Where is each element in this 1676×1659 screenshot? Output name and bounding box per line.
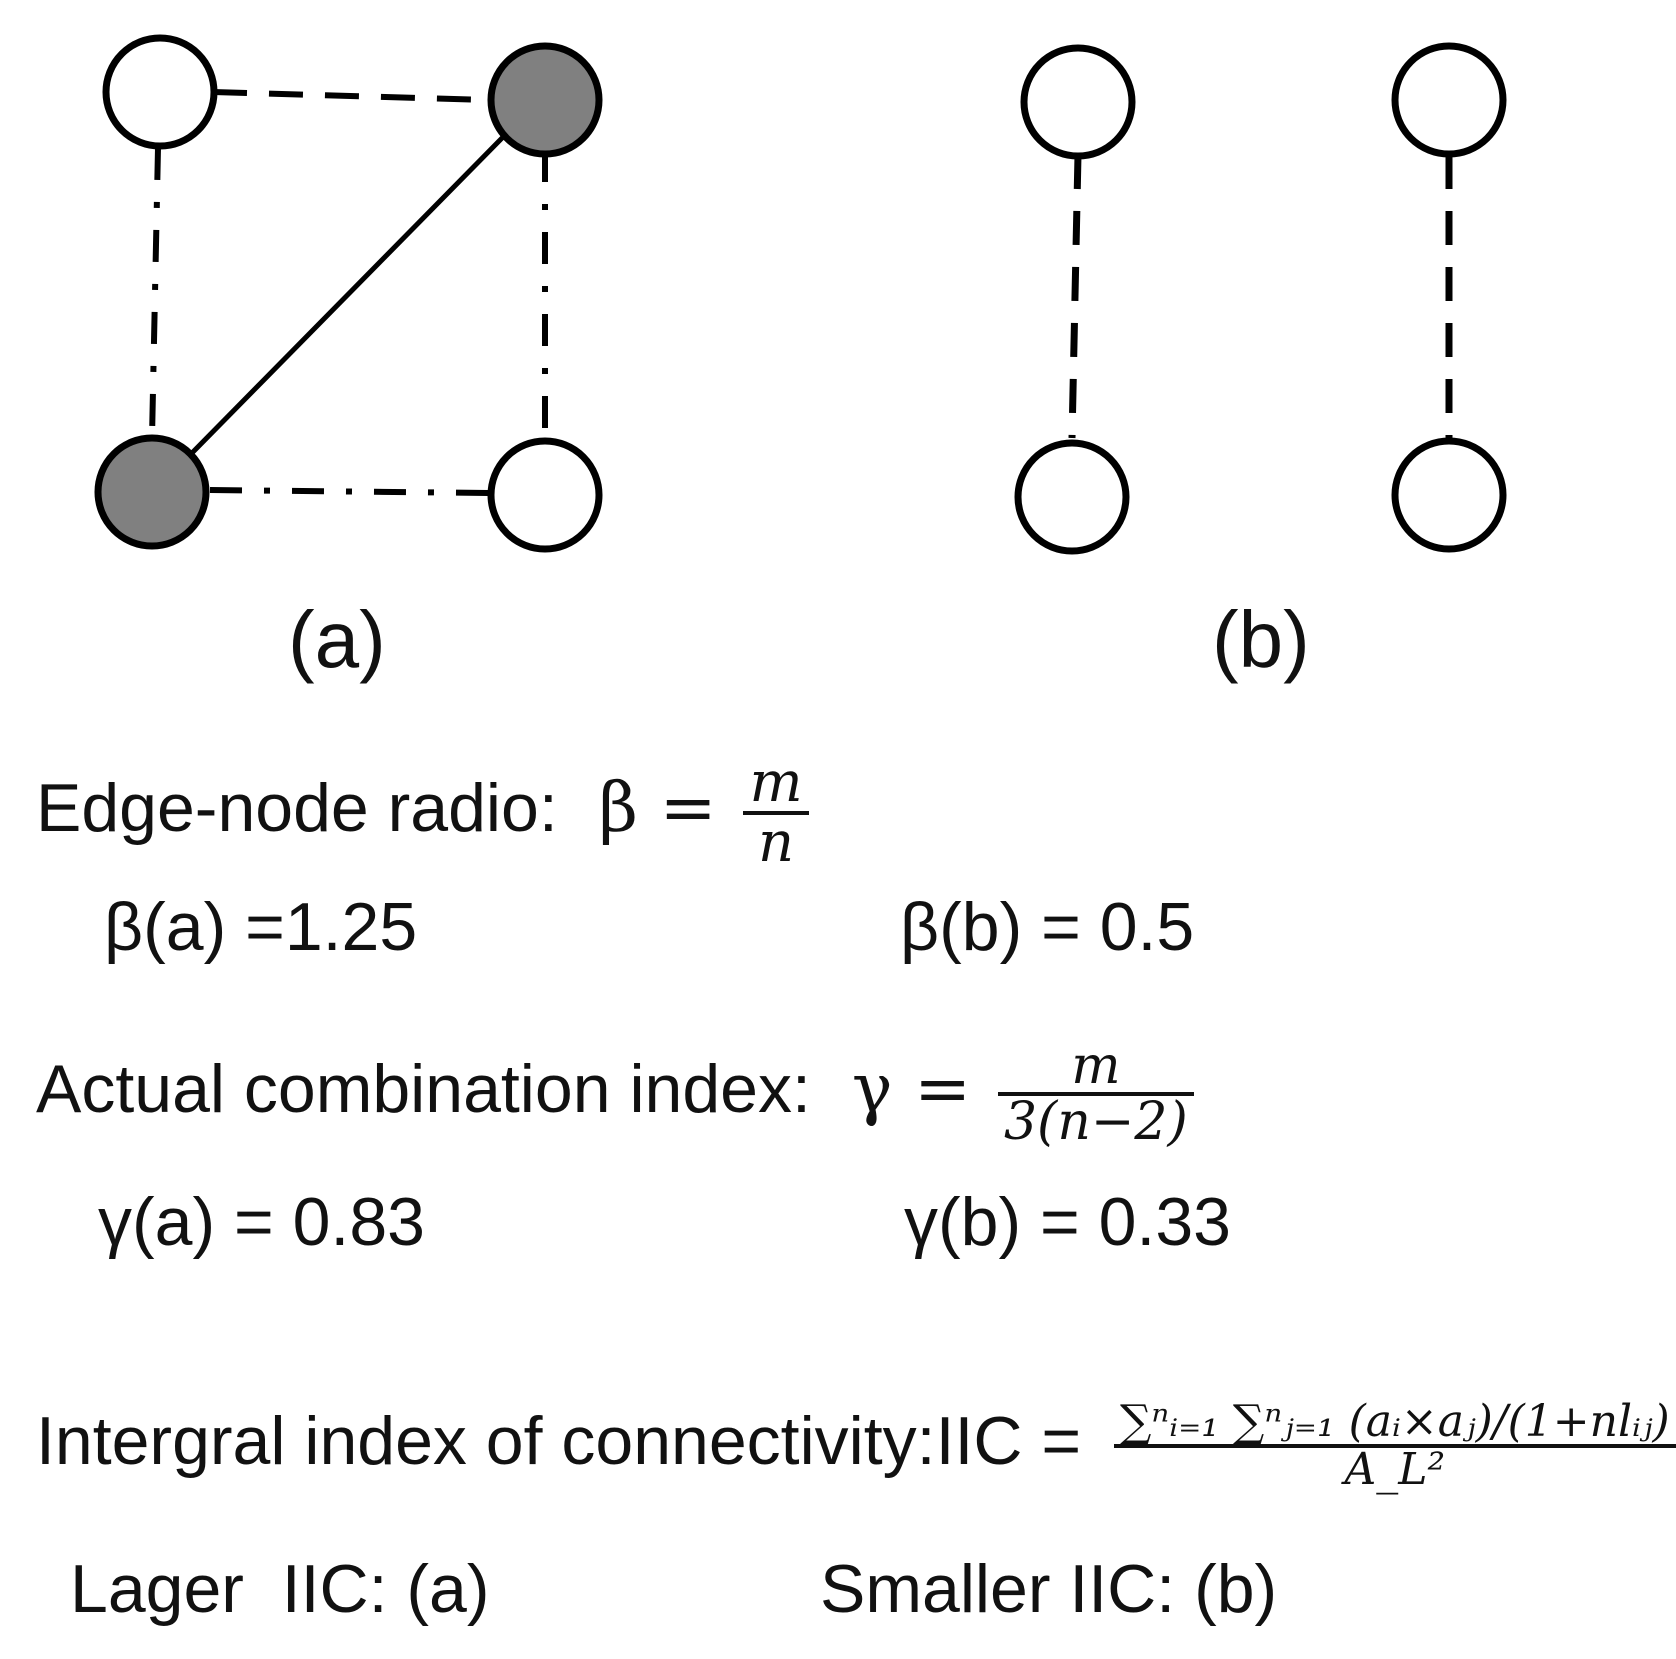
- node-a-top-left: [102, 34, 218, 150]
- node-a-bottom-right: [487, 437, 603, 553]
- panel-label-a: (a): [288, 595, 386, 684]
- beta-value-b: β(b) = 0.5: [900, 889, 1195, 965]
- node-b-bottom-left: [1014, 439, 1130, 555]
- gamma-formula-row: Actual combination index: γ = m 3(n−2): [36, 1040, 1194, 1148]
- iic-fraction: ∑ⁿᵢ₌₁ ∑ⁿⱼ₌₁ (aᵢ×aⱼ)/(1+nlᵢⱼ) A_L²: [1113, 1396, 1676, 1495]
- iic-formula-row: Intergral index of connectivity:IIC = ∑ⁿ…: [36, 1400, 1676, 1492]
- edge-a-left-dashdot: [149, 147, 161, 439]
- node-a-bottom-left: [94, 434, 210, 550]
- beta-value-a: β(a) =1.25: [104, 889, 418, 965]
- edge-a-top-dashed: [212, 89, 491, 103]
- iic-fraction-bar: [1113, 1444, 1676, 1448]
- iic-denominator: A_L²: [1344, 1444, 1446, 1495]
- beta-fraction: m n: [743, 750, 809, 875]
- gamma-label: Actual combination index:: [36, 1050, 811, 1127]
- iic-smaller: Smaller IIC: (b): [820, 1551, 1278, 1627]
- edge-a-diagonal-solid: [188, 133, 507, 457]
- gamma-symbol: γ =: [851, 1049, 972, 1129]
- gamma-fraction-bar: [997, 1092, 1194, 1096]
- beta-fraction-bar: [743, 811, 809, 815]
- beta-formula-row: Edge-node radio: β = m n: [36, 755, 809, 871]
- connectivity-diagram: [94, 34, 1507, 555]
- edge-b-left-dashed: [1068, 154, 1082, 439]
- gamma-fraction: m 3(n−2): [997, 1036, 1194, 1152]
- panel-label-b: (b): [1212, 595, 1310, 684]
- iic-numerator: ∑ⁿᵢ₌₁ ∑ⁿⱼ₌₁ (aᵢ×aⱼ)/(1+nlᵢⱼ): [1119, 1396, 1670, 1447]
- beta-label: Edge-node radio:: [36, 769, 558, 846]
- beta-denominator: n: [757, 810, 795, 875]
- gamma-numerator: m: [1071, 1036, 1121, 1096]
- iic-label: Intergral index of connectivity:IIC =: [36, 1402, 1082, 1479]
- iic-larger: Lager IIC: (a): [70, 1551, 490, 1627]
- beta-symbol: β =: [598, 768, 717, 848]
- gamma-value-a: γ(a) = 0.83: [98, 1184, 425, 1260]
- gamma-denominator: 3(n−2): [1003, 1092, 1188, 1152]
- edge-a-bottom-dashdot: [209, 487, 489, 496]
- node-b-top-left: [1020, 44, 1136, 160]
- node-b-bottom-right: [1391, 437, 1507, 553]
- node-b-top-right: [1391, 42, 1507, 158]
- beta-numerator: m: [749, 750, 803, 815]
- node-a-top-right: [487, 42, 603, 158]
- gamma-value-b: γ(b) = 0.33: [904, 1184, 1231, 1260]
